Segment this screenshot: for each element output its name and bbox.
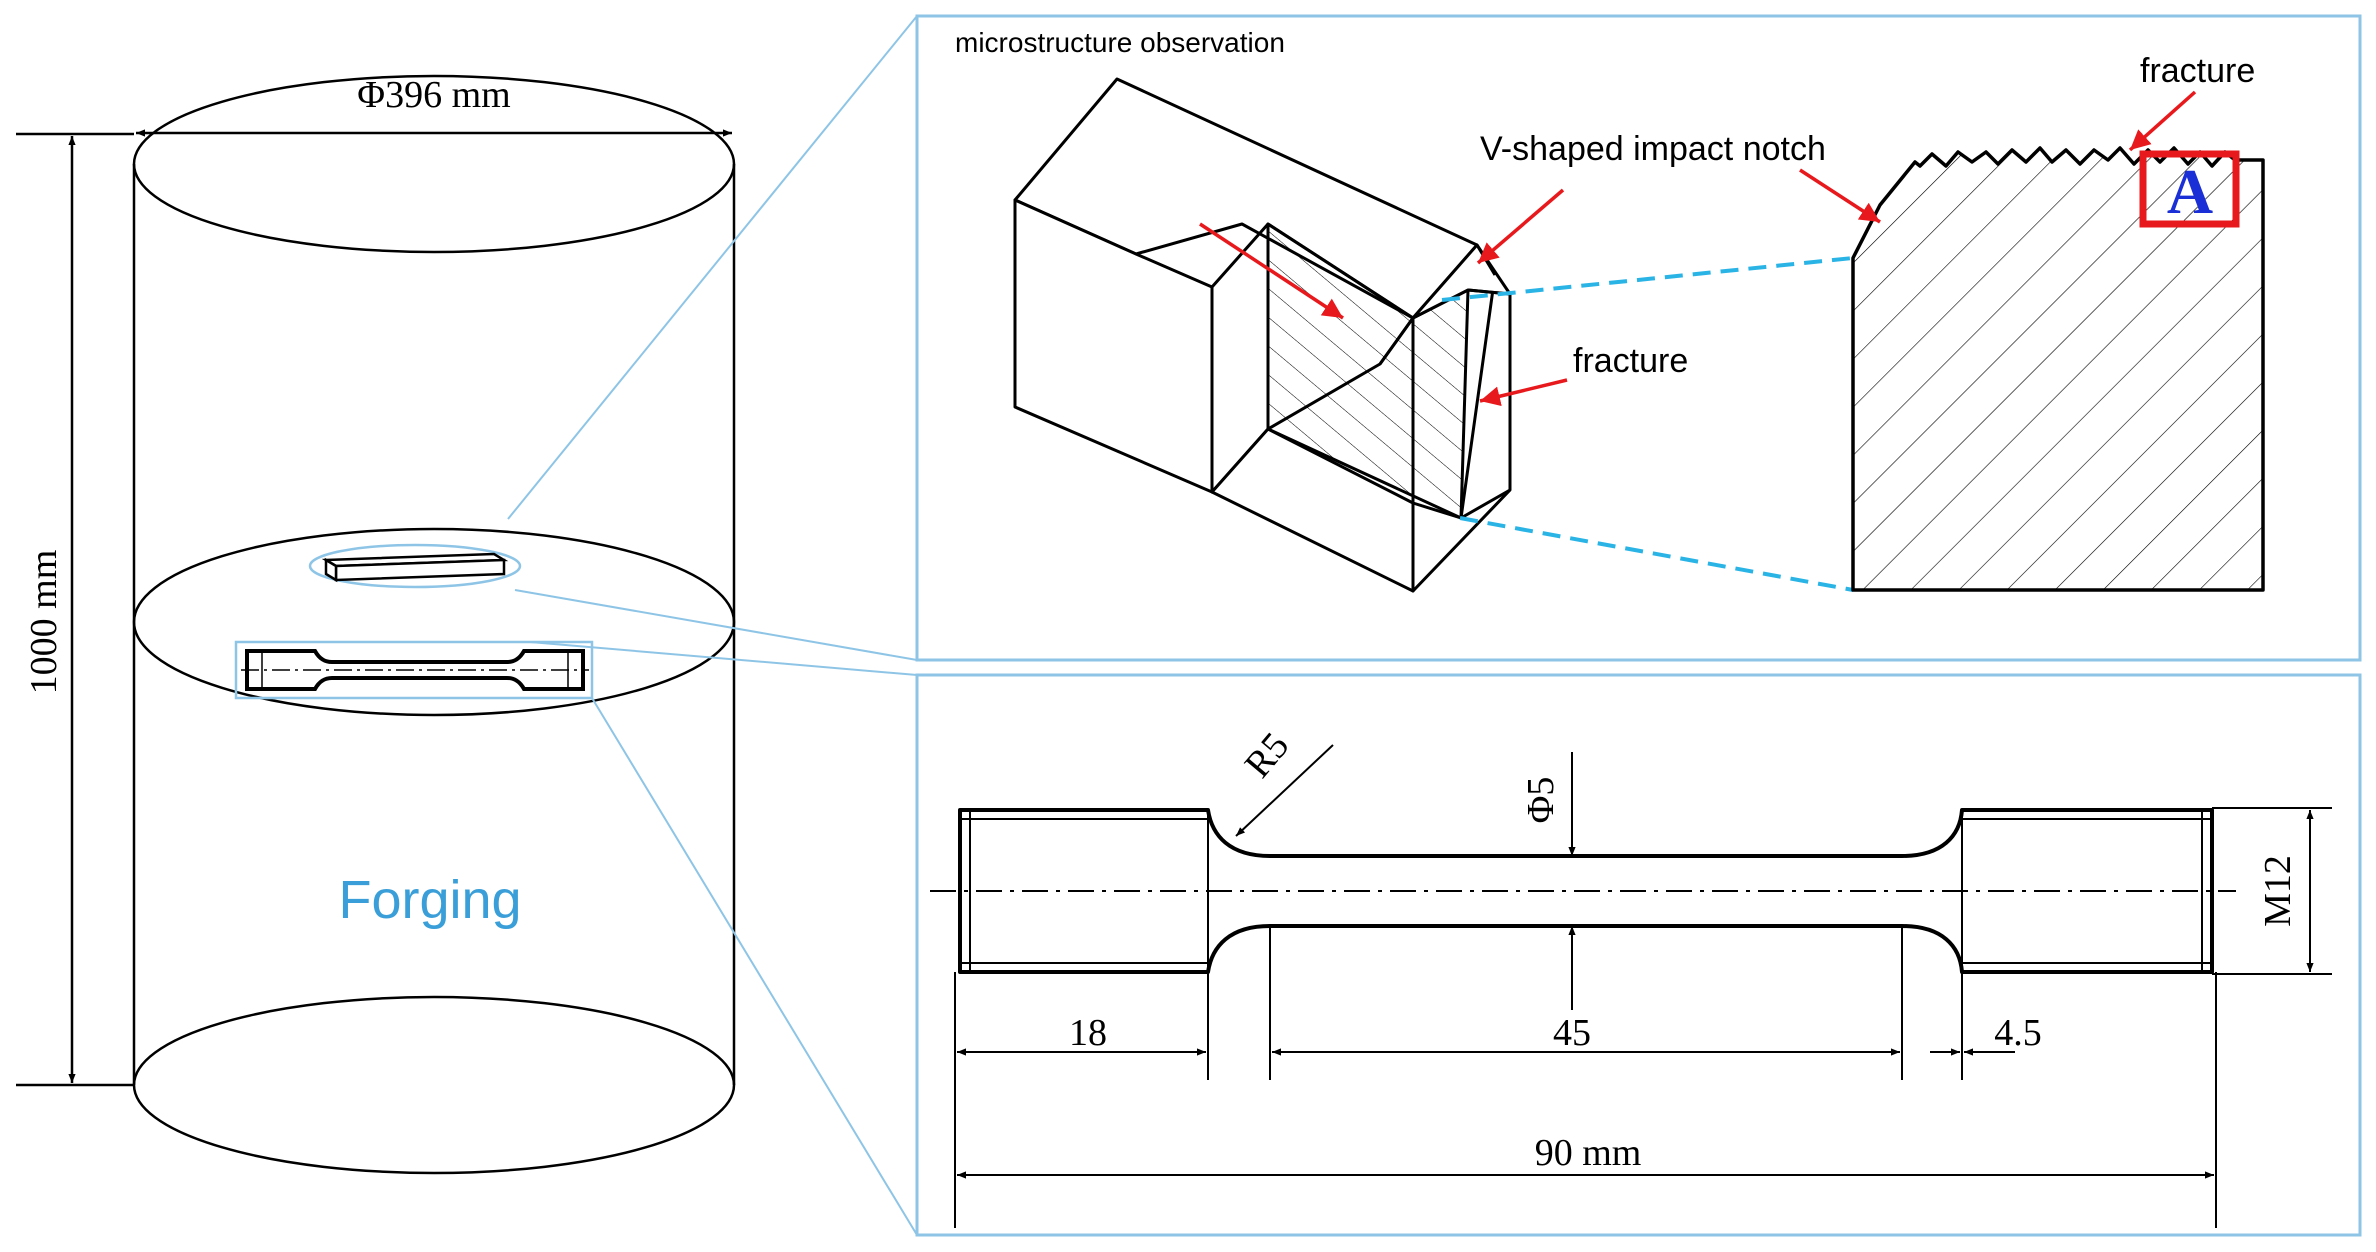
microstructure-label: microstructure observation: [955, 27, 1285, 58]
dim-45-label: 45: [1553, 1012, 1591, 1054]
forging-cylinder: [132, 74, 736, 1175]
fracture-label-mid: fracture: [1573, 342, 1688, 380]
zoom-dash-bottom: [1459, 516, 1854, 592]
cylinder-mid-ellipse: [132, 527, 736, 717]
region-a-box: [2139, 150, 2240, 228]
vnotch-label: V-shaped impact notch: [1480, 130, 1826, 168]
region-a-label: A: [2167, 156, 2213, 227]
m12-label: M12: [2257, 855, 2299, 927]
fracture-arrow-mid: [1479, 378, 1568, 407]
fracture-arrow-top: [2128, 90, 2197, 152]
impact-specimen-3d: [1013, 77, 1512, 593]
specimen-outline: [958, 808, 2214, 974]
dim-18-label: 18: [1069, 1012, 1107, 1054]
vnotch-arrow-left: [1476, 188, 1565, 265]
cylinder-bottom-ellipse: [132, 995, 736, 1175]
r5-leader: [1235, 744, 1334, 837]
height-label: 1000 mm: [23, 550, 65, 695]
dim-4-5-label: 4.5: [1994, 1012, 2042, 1054]
impact-specimen-highlight: [308, 543, 522, 589]
vnotch-arrow-right: [1799, 168, 1881, 224]
diameter-label: Φ396 mm: [357, 74, 510, 116]
block-edges: [1378, 244, 1511, 520]
tensile-panel-border: [915, 673, 2362, 1237]
dim-90-label: 90 mm: [1535, 1132, 1642, 1174]
microstructure-arrow: [1199, 222, 1344, 320]
forging-label: Forging: [338, 870, 521, 930]
tensile-specimen-highlight: [234, 640, 594, 700]
zoom-dash-top: [1441, 256, 1854, 302]
tensile-specimen-small: [245, 649, 585, 691]
phi5-label: Φ5: [1520, 777, 1562, 824]
zoom-lines: [507, 15, 918, 1236]
fracture-label-top: fracture: [2140, 52, 2255, 90]
dimension-extensions: [954, 926, 2217, 1228]
impact-specimen-small: [321, 552, 509, 583]
